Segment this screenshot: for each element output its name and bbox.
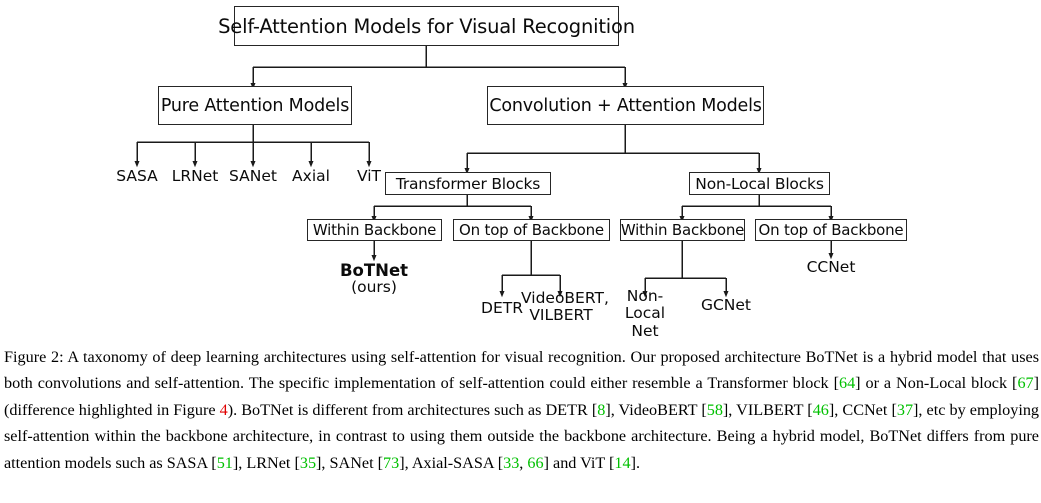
node-convolution-attention-models-label: Convolution + Attention Models — [489, 95, 762, 116]
node-transformer-blocks[interactable]: Transformer Blocks — [385, 172, 551, 195]
citation-reference[interactable]: 51 — [216, 453, 233, 472]
citation-reference[interactable]: 64 — [838, 374, 856, 393]
leaf-axial: Axial — [292, 167, 330, 185]
citation-reference[interactable]: 58 — [706, 400, 723, 419]
leaf-vit: ViT — [356, 167, 382, 185]
caption-text: ] and ViT [ — [543, 453, 615, 472]
node-nonlocal-within-backbone-label: Within Backbone — [620, 221, 745, 239]
leaf-botnet-ours: (ours) — [351, 278, 397, 296]
leaf-sasa: SASA — [116, 167, 158, 185]
caption-text: ], VILBERT [ — [722, 400, 813, 419]
node-transformer-within-backbone[interactable]: Within Backbone — [307, 219, 442, 241]
node-nonlocal-on-top-backbone[interactable]: On top of Backbone — [755, 219, 907, 241]
node-transformer-within-backbone-label: Within Backbone — [312, 221, 437, 239]
figure-reference[interactable]: 4 — [219, 400, 228, 419]
figure-caption: Figure 2: A taxonomy of deep learning ar… — [4, 344, 1039, 476]
caption-label: Figure 2: — [4, 348, 64, 366]
leaf-videobert-vilbert: VideoBERT, VILBERT — [521, 289, 609, 325]
caption-text: ). BoTNet is different from architecture… — [227, 400, 598, 419]
taxonomy-figure: Self-Attention Models for Visual Recogni… — [116, 6, 907, 340]
citation-reference[interactable]: 46 — [812, 400, 829, 419]
citation-reference[interactable]: 35 — [299, 453, 317, 472]
node-nonlocal-on-top-backbone-label: On top of Backbone — [758, 221, 904, 239]
citation-reference[interactable]: 67 — [1017, 374, 1034, 393]
caption-text: ], CCNet [ — [828, 400, 897, 419]
leaf-gcnet: GCNet — [700, 296, 752, 314]
node-root-label: Self-Attention Models for Visual Recogni… — [218, 14, 635, 38]
caption-text: ], Axial-SASA [ — [399, 453, 504, 472]
citation-reference[interactable]: 33 — [503, 453, 520, 472]
node-nonlocal-within-backbone[interactable]: Within Backbone — [620, 219, 745, 241]
caption-text: ], etc by employing self-attention withi… — [4, 400, 1040, 472]
node-non-local-blocks[interactable]: Non-Local Blocks — [689, 172, 830, 195]
leaf-ccnet: CCNet — [806, 258, 856, 276]
node-pure-attention-models-label: Pure Attention Models — [160, 95, 350, 116]
node-root[interactable]: Self-Attention Models for Visual Recogni… — [218, 6, 635, 46]
caption-text: A taxonomy of deep learning architecture… — [4, 348, 1040, 393]
leaf-botnet: BoTNet — [339, 261, 409, 280]
caption-text: ], VideoBERT [ — [605, 400, 707, 419]
caption-text: ] or a Non-Local block [ — [855, 374, 1018, 393]
caption-text: ] (difference highlighted in Figure — [4, 374, 1040, 419]
leaf-sanet: SANet — [229, 167, 277, 185]
node-non-local-blocks-label: Non-Local Blocks — [695, 174, 824, 193]
citation-reference[interactable]: 14 — [614, 453, 631, 472]
caption-text: ], LRNet [ — [232, 453, 300, 472]
connector-lines — [134, 46, 834, 298]
node-transformer-on-top-backbone[interactable]: On top of Backbone — [453, 219, 610, 241]
caption-text: ], SANet [ — [316, 453, 384, 472]
citation-reference[interactable]: 8 — [597, 400, 606, 419]
caption-body: A taxonomy of deep learning architecture… — [4, 348, 1039, 472]
citation-reference[interactable]: 73 — [383, 453, 400, 472]
leaf-lrnet: LRNet — [171, 167, 219, 185]
node-transformer-blocks-label: Transformer Blocks — [395, 174, 541, 193]
caption-text: , — [519, 453, 528, 472]
node-pure-attention-models[interactable]: Pure Attention Models — [158, 86, 352, 125]
leaf-detr: DETR — [481, 299, 523, 317]
leaf-non-local-net: Non-Local Net — [624, 287, 666, 340]
caption-text: ]. — [630, 453, 641, 472]
node-convolution-attention-models[interactable]: Convolution + Attention Models — [487, 86, 764, 125]
node-transformer-on-top-backbone-label: On top of Backbone — [459, 221, 604, 239]
citation-reference[interactable]: 37 — [896, 400, 914, 419]
citation-reference[interactable]: 66 — [527, 453, 544, 472]
